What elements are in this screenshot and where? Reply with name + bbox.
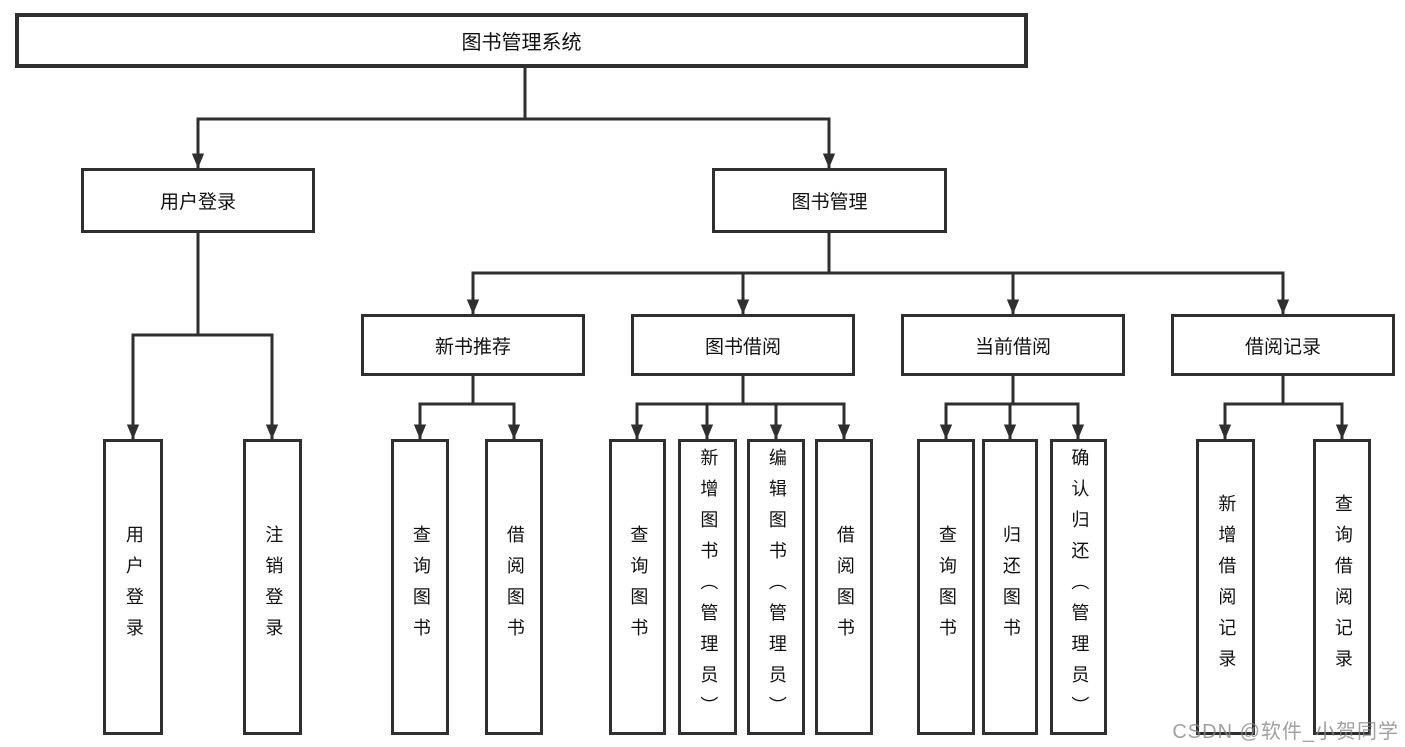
node-label: 借阅图书 <box>504 525 525 649</box>
connector-book-management-to-level3 <box>466 231 1290 315</box>
node-label: 新增图书（管理员） <box>698 447 719 727</box>
node-label: 新书推荐 <box>434 336 511 358</box>
node-book-management: 图书管理 <box>712 168 947 233</box>
node-label: 图书管理系统 <box>461 32 582 54</box>
node-new-book-recommend: 新书推荐 <box>361 314 585 376</box>
node-label: 归还图书 <box>1000 525 1021 649</box>
node-current-borrow: 当前借阅 <box>901 314 1125 376</box>
leaf-logout: 注销登录 <box>243 439 302 735</box>
connector-borrow-records-to-leaves <box>1218 374 1349 440</box>
node-label: 用户登录 <box>159 192 236 213</box>
connector-root-to-level2 <box>191 66 836 169</box>
node-label: 注销登录 <box>263 525 284 649</box>
leaf-borrow-books-1: 借阅图书 <box>485 439 543 735</box>
node-label: 查询图书 <box>410 525 431 649</box>
leaf-borrow-books-2: 借阅图书 <box>815 439 873 735</box>
connector-book-borrow-to-leaves <box>630 374 851 440</box>
node-borrow-records: 借阅记录 <box>1171 314 1395 376</box>
node-label: 图书借阅 <box>704 336 781 358</box>
leaf-query-books-3: 查询图书 <box>917 439 975 735</box>
node-user-login: 用户登录 <box>81 168 315 233</box>
node-label: 查询图书 <box>936 525 957 649</box>
leaf-add-borrow-record: 新增借阅记录 <box>1196 439 1255 735</box>
leaf-confirm-return-admin: 确认归还（管理员） <box>1050 439 1107 735</box>
connector-current-borrow-to-leaves <box>939 374 1085 440</box>
node-library-management-system: 图书管理系统 <box>15 13 1028 68</box>
leaf-user-login: 用户登录 <box>103 439 163 735</box>
node-book-borrow: 图书借阅 <box>631 314 855 376</box>
node-label: 用户登录 <box>123 525 144 649</box>
node-label: 借阅图书 <box>834 525 855 649</box>
node-label: 新增借阅记录 <box>1216 494 1237 680</box>
leaf-add-book-admin: 新增图书（管理员） <box>678 439 737 735</box>
node-label: 查询借阅记录 <box>1332 494 1353 680</box>
node-label: 查询图书 <box>628 525 649 649</box>
node-label: 编辑图书（管理员） <box>766 447 787 727</box>
node-label: 确认归还（管理员） <box>1069 447 1090 727</box>
leaf-query-borrow-record: 查询借阅记录 <box>1313 439 1371 735</box>
connector-new-books-to-leaves <box>413 374 521 440</box>
node-label: 当前借阅 <box>974 336 1051 358</box>
node-label: 借阅记录 <box>1244 336 1321 358</box>
leaf-edit-book-admin: 编辑图书（管理员） <box>747 439 805 735</box>
leaf-return-book: 归还图书 <box>982 439 1038 735</box>
leaf-query-books-2: 查询图书 <box>609 439 666 735</box>
csdn-watermark: CSDN @软件_小贺同学 <box>1172 721 1399 743</box>
node-label: 图书管理 <box>791 192 868 213</box>
connector-user-login-to-leaves <box>126 231 279 440</box>
leaf-query-books-1: 查询图书 <box>391 439 449 735</box>
